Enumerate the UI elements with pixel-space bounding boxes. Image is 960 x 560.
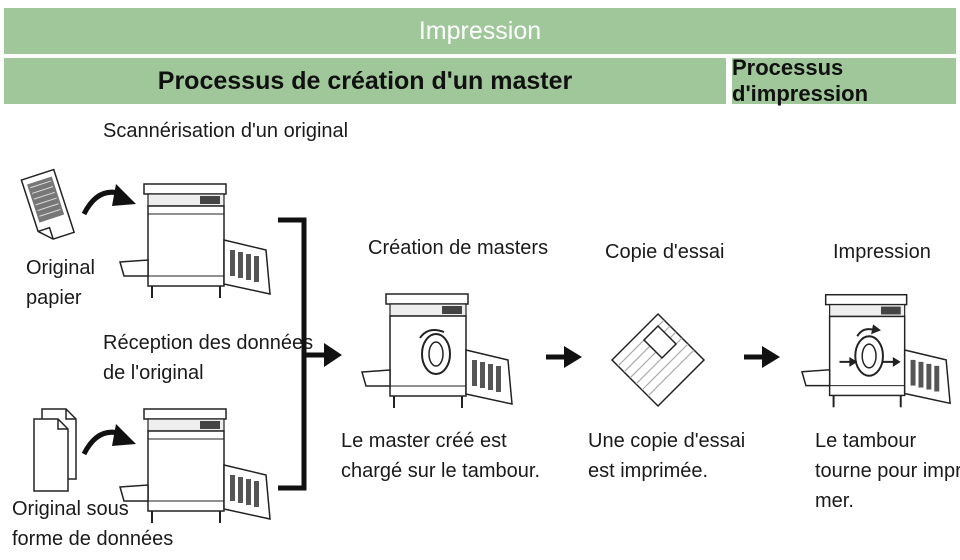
curved-arrow-icon [81, 184, 136, 216]
duplicator-printing-icon [801, 293, 951, 408]
step-test-copy-title: Copie d'essai [605, 241, 725, 263]
step-master-creation-title: Création de masters [368, 237, 549, 259]
duplicator-data-icon [119, 408, 271, 523]
curved-arrow-icon [81, 424, 136, 456]
arrow-right-icon [546, 346, 582, 368]
section-master-creation: Processus de création d'un master [4, 58, 726, 104]
scan-title: Scannérisation d'un original [103, 120, 349, 142]
arrow-right-icon [744, 346, 780, 368]
header-title: Impression [4, 8, 956, 54]
merge-bracket [278, 217, 342, 491]
duplicator-scanner-icon [119, 183, 271, 298]
data-original-icon [33, 408, 77, 492]
test-copy-sheet-icon [610, 312, 706, 408]
section-printing-process: Processus d'impression [732, 55, 956, 106]
step-printing-title: Impression [833, 241, 931, 263]
duplicator-master-icon [361, 293, 513, 408]
paper-original-icon [20, 168, 76, 240]
